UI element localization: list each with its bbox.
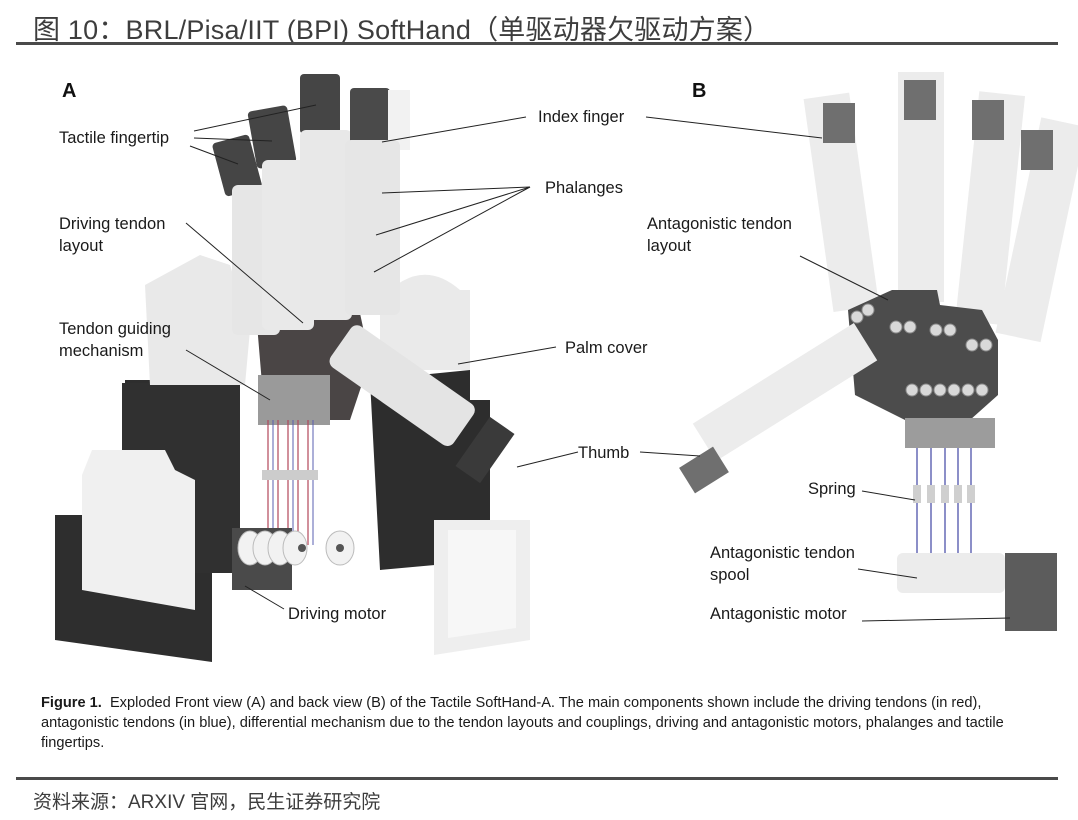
- finger-b-index: [803, 92, 880, 312]
- finger-b-little: [995, 117, 1078, 343]
- tendon-guide-block-b: [905, 418, 995, 448]
- finger-b-ring: [955, 91, 1026, 325]
- softhand-illustration: [55, 72, 1078, 662]
- panel-b-label: B: [692, 80, 707, 102]
- fingers-a: [212, 74, 515, 484]
- antagonistic-tendons-b: [916, 448, 972, 570]
- label-spring: Spring: [808, 480, 856, 498]
- label-thumb: Thumb: [578, 444, 630, 462]
- base-white-block: [82, 450, 195, 610]
- antagonistic-motor-body: [1005, 553, 1057, 631]
- label-antagonistic-spool-line1: Antagonistic tendon: [710, 544, 855, 562]
- source-note: 资料来源：ARXIV 官网，民生证券研究院: [33, 792, 381, 813]
- panel-b-illustration: [639, 72, 1078, 631]
- driving-spools: [237, 530, 355, 566]
- finger-a-3: [300, 74, 352, 320]
- thumb-b: [692, 323, 878, 461]
- label-driving-tendon-layout-line1: Driving tendon: [59, 215, 166, 233]
- caption-text: Exploded Front view (A) and back view (B…: [41, 695, 1004, 751]
- finger-a-4: [345, 88, 410, 315]
- label-index-finger: Index finger: [538, 108, 625, 126]
- label-antagonistic-motor: Antagonistic motor: [710, 605, 847, 623]
- label-phalanges: Phalanges: [545, 179, 623, 197]
- palm-plate-b: [848, 290, 998, 420]
- springs-b: [913, 485, 975, 503]
- label-driving-tendon-layout-line2: layout: [59, 237, 104, 255]
- leader-lines-a: [185, 104, 579, 610]
- label-antagonistic-tendon-layout-line2: layout: [647, 237, 692, 255]
- title-divider: [16, 42, 1058, 45]
- label-antagonistic-tendon-layout-line1: Antagonistic tendon: [647, 215, 792, 233]
- fingers-b: [803, 72, 1078, 343]
- panel-a-illustration: [55, 74, 579, 662]
- label-driving-motor: Driving motor: [288, 605, 387, 623]
- label-antagonistic-spool-line2: spool: [710, 566, 750, 584]
- pulleys-b: [850, 303, 993, 397]
- palm-cover-right: [380, 274, 470, 370]
- figure-caption: Figure 1. Exploded Front view (A) and ba…: [41, 693, 1051, 753]
- springs-a: [262, 470, 318, 480]
- tendon-guide-block: [258, 375, 330, 425]
- label-tactile-fingertip: Tactile fingertip: [59, 129, 170, 147]
- antagonistic-spool: [897, 553, 1005, 593]
- thumb-a: [329, 325, 515, 484]
- label-tendon-guiding-line1: Tendon guiding: [59, 320, 171, 338]
- antagonistic-tendons-a: [272, 420, 314, 545]
- label-tendon-guiding-line2: mechanism: [59, 342, 144, 360]
- footer-divider: [16, 777, 1058, 780]
- label-palm-cover: Palm cover: [565, 339, 648, 357]
- caption-lead: Figure 1.: [41, 695, 102, 711]
- leader-lines-b: [639, 116, 1011, 622]
- figure-title: 图 10：BRL/Pisa/IIT (BPI) SoftHand（单驱动器欠驱动…: [33, 15, 771, 45]
- driving-tendons: [267, 420, 309, 545]
- panel-a-label: A: [62, 80, 77, 102]
- palm-cover-left: [145, 255, 250, 385]
